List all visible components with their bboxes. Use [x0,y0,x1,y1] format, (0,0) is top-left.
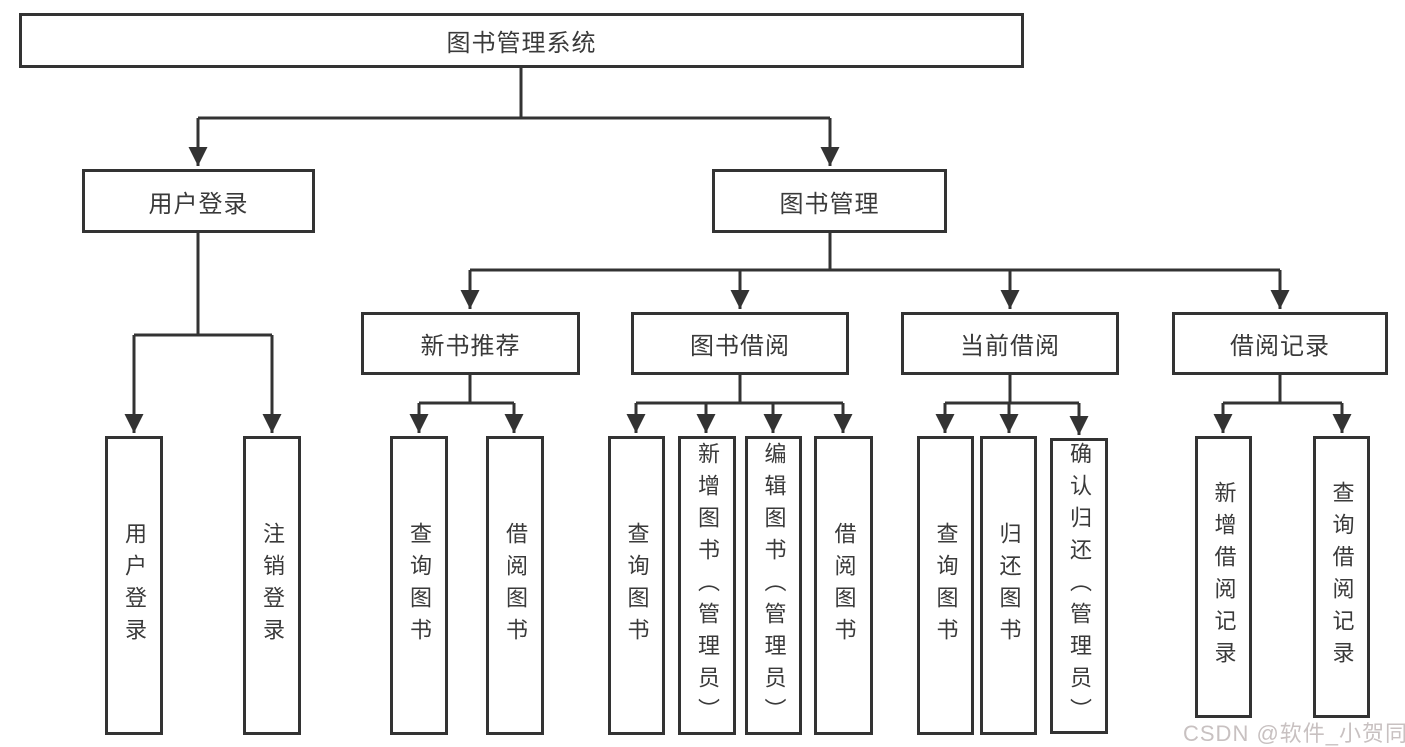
node-user-login: 用户登录 [82,169,315,233]
node-label: 查询图书 [624,521,650,650]
leaf-search-books-current: 查询图书 [917,436,974,735]
leaf-user-login: 用户登录 [105,436,163,735]
node-label: 编辑图书（管理员） [761,441,787,730]
node-label: 确认归还（管理员） [1067,442,1092,730]
node-label: 图书管理 [779,190,880,218]
node-label: 借阅图书 [503,521,528,650]
node-library-management-system: 图书管理系统 [19,13,1024,68]
node-label: 查询借阅记录 [1329,481,1355,673]
leaf-borrow-books-recommend: 借阅图书 [486,436,544,735]
leaf-search-books-recommend: 查询图书 [390,436,448,735]
leaf-logout: 注销登录 [243,436,301,735]
node-label: 查询图书 [407,521,432,650]
leaf-borrow-books: 借阅图书 [814,436,873,735]
csdn-watermark: CSDN @软件_小贺同学 [1183,721,1405,746]
node-label: 新增借阅记录 [1211,481,1237,673]
node-label: 用户登录 [122,521,147,650]
node-label: 当前借阅 [960,333,1060,360]
node-label: 图书借阅 [690,333,790,360]
node-borrowing-records: 借阅记录 [1172,312,1388,375]
leaf-return-books: 归还图书 [980,436,1037,735]
leaf-confirm-return-admin: 确认归还（管理员） [1050,438,1108,734]
leaf-search-borrow-record: 查询借阅记录 [1313,436,1370,718]
node-book-management: 图书管理 [712,169,947,233]
node-label: 归还图书 [996,521,1022,650]
node-label: 借阅图书 [831,521,857,650]
node-book-borrowing: 图书借阅 [631,312,849,375]
leaf-edit-books-admin: 编辑图书（管理员） [745,436,802,735]
node-label: 图书管理系统 [446,30,597,57]
node-label: 新书推荐 [420,333,521,360]
leaf-add-books-admin: 新增图书（管理员） [678,436,736,735]
node-new-book-recommend: 新书推荐 [361,312,580,375]
leaf-search-books-borrowing: 查询图书 [608,436,665,735]
node-label: 新增图书（管理员） [695,441,720,730]
leaf-add-borrow-record: 新增借阅记录 [1195,436,1252,718]
node-label: 注销登录 [260,521,285,650]
node-label: 查询图书 [933,521,959,650]
node-label: 借阅记录 [1230,333,1330,360]
node-label: 用户登录 [148,190,249,218]
node-current-borrowing: 当前借阅 [901,312,1119,375]
